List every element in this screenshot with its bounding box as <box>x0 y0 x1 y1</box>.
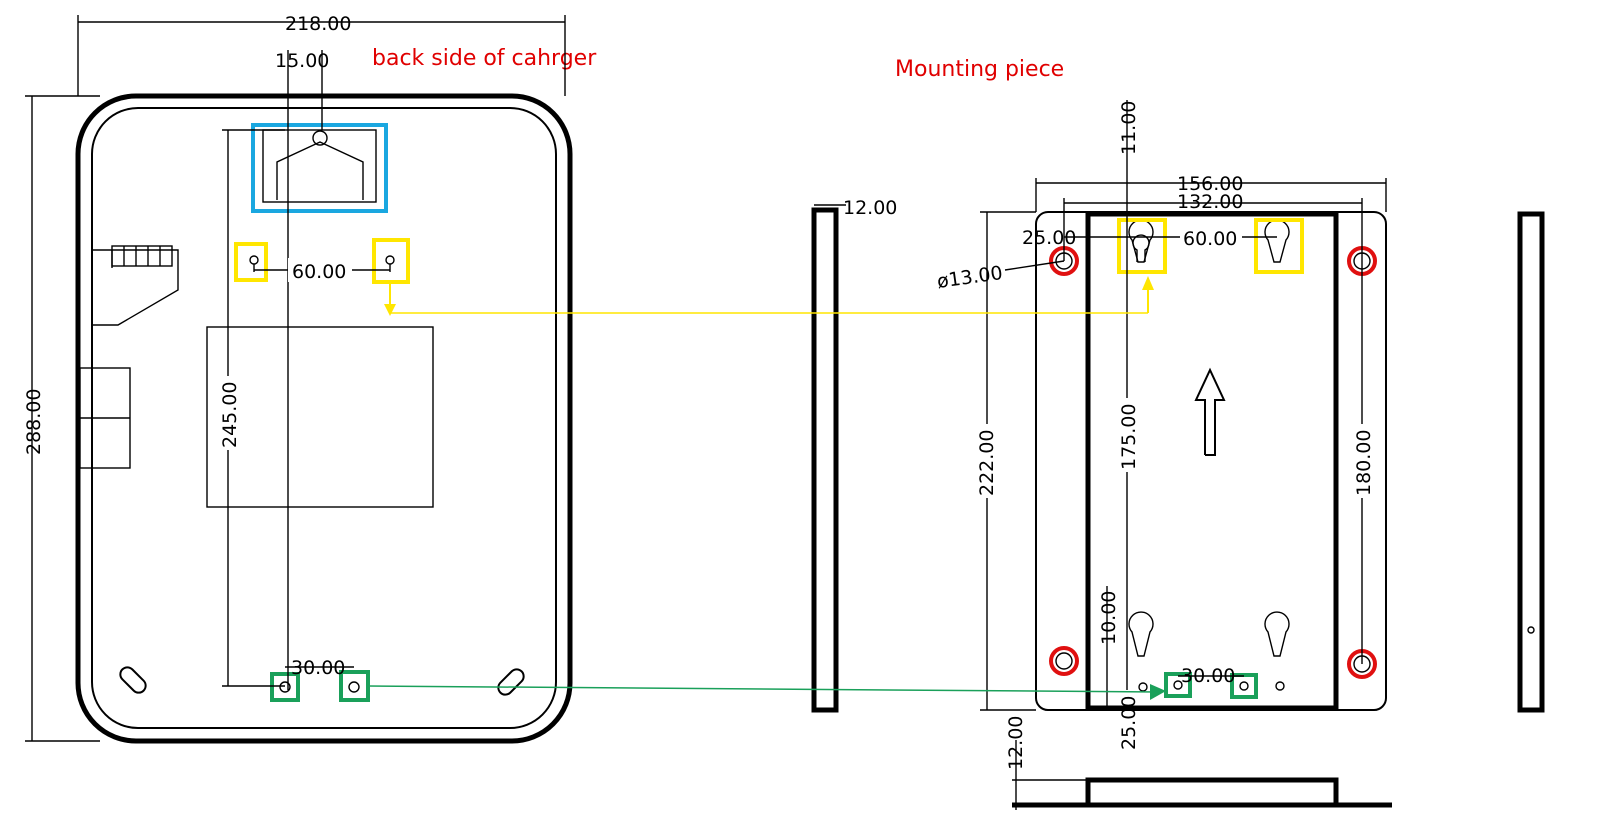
charger-height-label: 288.00 <box>23 389 45 455</box>
charger-hook <box>262 129 377 203</box>
plate-upper-spacing-label: 60.00 <box>1183 228 1237 250</box>
plate-upper-box-right <box>1254 218 1304 274</box>
plate-top-offset-label: 11.00 <box>1118 101 1140 155</box>
charger-width-label: 218.00 <box>285 13 351 35</box>
charger-vertical-spacing-label: 245.00 <box>219 382 241 448</box>
plate-lower-box-left <box>1164 672 1192 698</box>
charger-outline <box>75 93 573 744</box>
mounting-title: Mounting piece <box>895 57 1064 82</box>
plate-bottom-profile <box>1012 740 1392 810</box>
charger-dim-width <box>77 15 566 96</box>
charger-lower-hole-right <box>348 681 360 693</box>
plate-right-profile <box>1517 211 1545 713</box>
up-arrow-icon <box>1194 367 1226 456</box>
plate-keyhole-lower-left <box>1128 611 1154 657</box>
plate-vertical-spacing-label: 175.00 <box>1118 404 1140 470</box>
plate-lower-box-right <box>1230 673 1258 699</box>
charger-dim-top-offset <box>287 50 323 690</box>
charger-upper-spacing-label: 60.00 <box>292 261 346 283</box>
lower-hole-box-left <box>270 672 300 702</box>
plate-side-view <box>811 204 846 713</box>
plate-small-hole-left <box>1138 682 1148 692</box>
charger-top-offset-label: 15.00 <box>275 50 329 72</box>
plate-lower-offset-label: 10.00 <box>1098 591 1120 645</box>
charger-title: back side of cahrger <box>372 46 597 71</box>
plate-outer-width-label: 156.00 <box>1177 173 1243 195</box>
charger-lower-spacing-label: 30.00 <box>291 657 345 679</box>
charger-label-area <box>206 326 434 508</box>
upper-alignment-arrow <box>384 276 1154 316</box>
plate-hole-diameter-label: ø13.00 <box>936 262 1004 293</box>
plate-dim-outer-width <box>1035 178 1387 212</box>
plate-lower-spacing-label: 30.00 <box>1181 665 1235 687</box>
hook-highlight-box <box>251 123 388 213</box>
plate-bottom-offset-label: 25.00 <box>1118 696 1140 750</box>
upper-hole-box-left <box>234 242 268 282</box>
plate-lower-hole-right <box>1239 681 1249 691</box>
plate-dim-inner-width <box>1063 198 1363 261</box>
plate-edge-offset-label: 25.00 <box>1022 227 1076 249</box>
plate-side-spacing-label: 180.00 <box>1353 430 1375 496</box>
mounting-plate <box>1035 211 1387 711</box>
plate-keyhole-lower-right <box>1264 611 1290 657</box>
plate-dim-hole-diameter <box>1004 260 1065 271</box>
charger-lower-hole-left <box>279 681 291 693</box>
charger-dim-height <box>25 95 100 742</box>
plate-thickness-bottom-label: 12.00 <box>1005 716 1027 770</box>
upper-hole-box-right <box>372 238 410 284</box>
plate-height-label: 222.00 <box>976 430 998 496</box>
plate-thickness-side-label: 12.00 <box>843 197 897 219</box>
charger-connector <box>79 245 179 469</box>
plate-keyhole-upper-right <box>1264 219 1290 263</box>
plate-keyhole-upper-left <box>1128 219 1154 263</box>
lower-alignment-arrow <box>367 684 1166 700</box>
plate-inner-width-label: 132.00 <box>1177 191 1243 213</box>
plate-lower-hole-left <box>1173 680 1183 690</box>
plate-upper-box-left <box>1117 218 1167 274</box>
plate-small-hole-right <box>1275 681 1285 691</box>
